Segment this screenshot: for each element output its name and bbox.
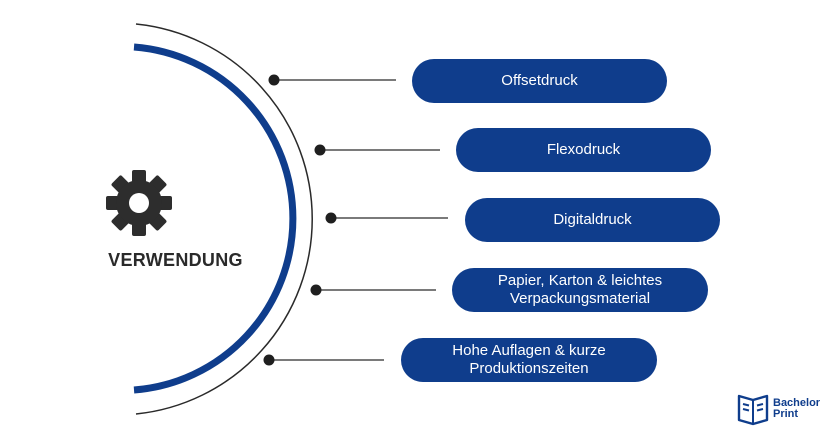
book-logo-icon <box>737 394 769 426</box>
item-label: Hohe Auflagen & kurze Produktionszeiten <box>452 342 606 377</box>
item-label: Digitaldruck <box>553 211 632 228</box>
connector-4 <box>310 284 436 296</box>
brand-name-line1: Bachelor <box>773 397 821 409</box>
connector-1 <box>268 74 396 86</box>
item-pill-flexodruck: Flexodruck <box>456 128 711 172</box>
outer-arc <box>135 23 313 415</box>
gear-icon <box>106 170 172 236</box>
brand-name-line2: Print <box>773 408 799 420</box>
item-pill-digitaldruck: Digitaldruck <box>465 198 720 242</box>
connector-3 <box>325 212 448 224</box>
center-label: VERWENDUNG <box>108 250 243 270</box>
item-pill-auflagen: Hohe Auflagen & kurze Produktionszeiten <box>401 338 657 382</box>
connector-5 <box>263 354 384 366</box>
item-label: Flexodruck <box>546 141 621 158</box>
item-pill-offsetdruck: Offsetdruck <box>412 59 667 103</box>
item-label: Papier, Karton & leichtes Verpackungsmat… <box>497 272 663 307</box>
inner-arc <box>133 43 297 394</box>
connector-2 <box>314 144 440 156</box>
item-pill-materialien: Papier, Karton & leichtes Verpackungsmat… <box>452 268 708 312</box>
item-label: Offsetdruck <box>501 72 578 89</box>
brand-logo: Bachelor Print <box>737 392 820 426</box>
